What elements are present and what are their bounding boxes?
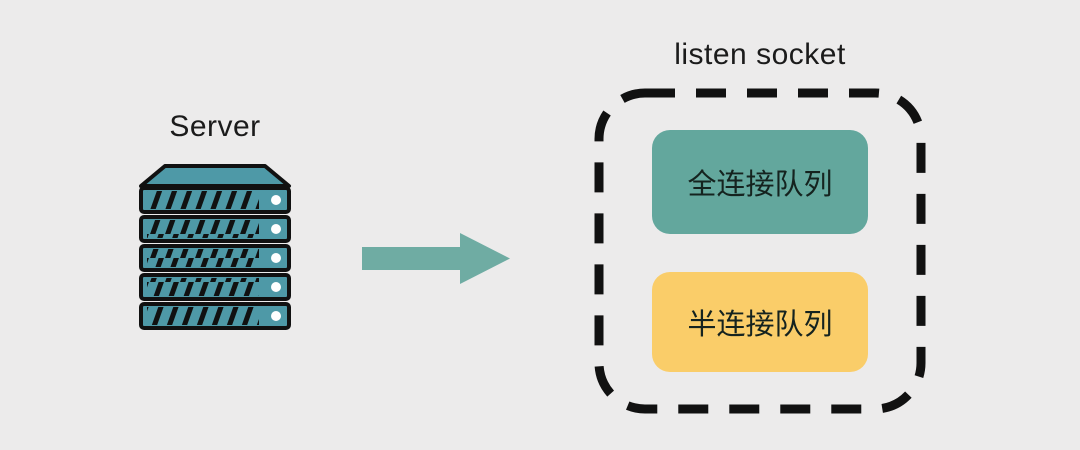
full-connection-queue-box: 全连接队列 (652, 130, 868, 234)
half-connection-queue-box: 半连接队列 (652, 272, 868, 372)
server-group: Server (115, 110, 315, 339)
full-connection-queue-label: 全连接队列 (687, 169, 833, 201)
arrow-icon (362, 228, 512, 288)
server-label: Server (169, 110, 261, 143)
listen-socket-boundary: 全连接队列 半连接队列 (592, 86, 928, 416)
half-connection-queue-label: 半连接队列 (687, 309, 833, 341)
dashed-border (594, 88, 926, 414)
listen-socket-group: listen socket 全连接队列 半连接队列 (592, 38, 928, 416)
server-icon (135, 162, 295, 339)
listen-socket-title: listen socket (674, 38, 846, 71)
